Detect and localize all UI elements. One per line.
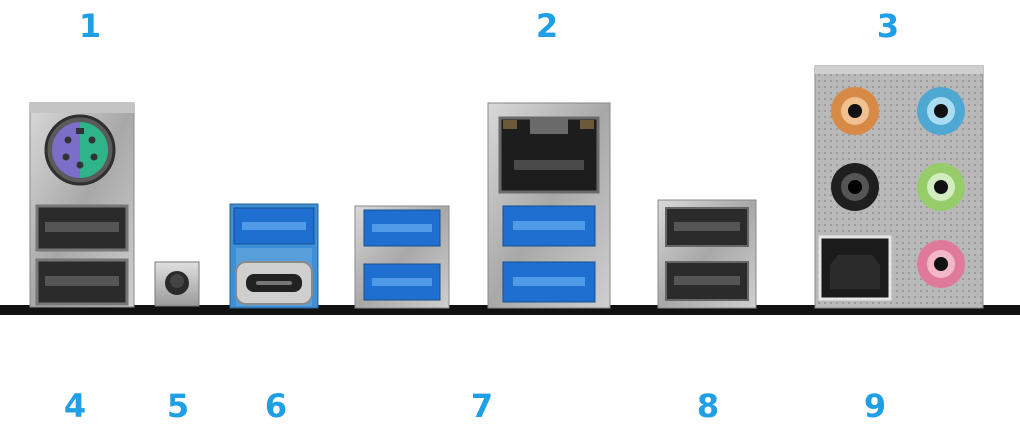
callout-9: 9 <box>863 387 887 425</box>
audio-jack-pink <box>917 240 965 288</box>
callout-6: 6 <box>264 387 288 425</box>
callout-5: 5 <box>166 387 190 425</box>
audio-jack-orange <box>831 87 879 135</box>
callout-3: 3 <box>876 7 900 45</box>
callout-7: 7 <box>470 387 494 425</box>
callout-4: 4 <box>63 387 87 425</box>
callout-8: 8 <box>696 387 720 425</box>
audio-jack-black <box>831 163 879 211</box>
callout-1: 1 <box>78 7 102 45</box>
audio-panel <box>814 65 984 309</box>
usb-a-usb-c-stack <box>229 203 319 309</box>
ps2-usb2-stack <box>29 102 135 308</box>
usb3-dual-stack-7 <box>354 205 450 309</box>
clear-cmos-button <box>154 261 200 307</box>
usb2-dual-stack-8 <box>657 199 757 309</box>
callout-2: 2 <box>535 7 559 45</box>
optical-spdif-port <box>818 235 892 301</box>
board-edge-line <box>0 305 1020 315</box>
lan-usb3-stack <box>487 102 611 309</box>
audio-jack-lime <box>917 163 965 211</box>
audio-jack-blue <box>917 87 965 135</box>
